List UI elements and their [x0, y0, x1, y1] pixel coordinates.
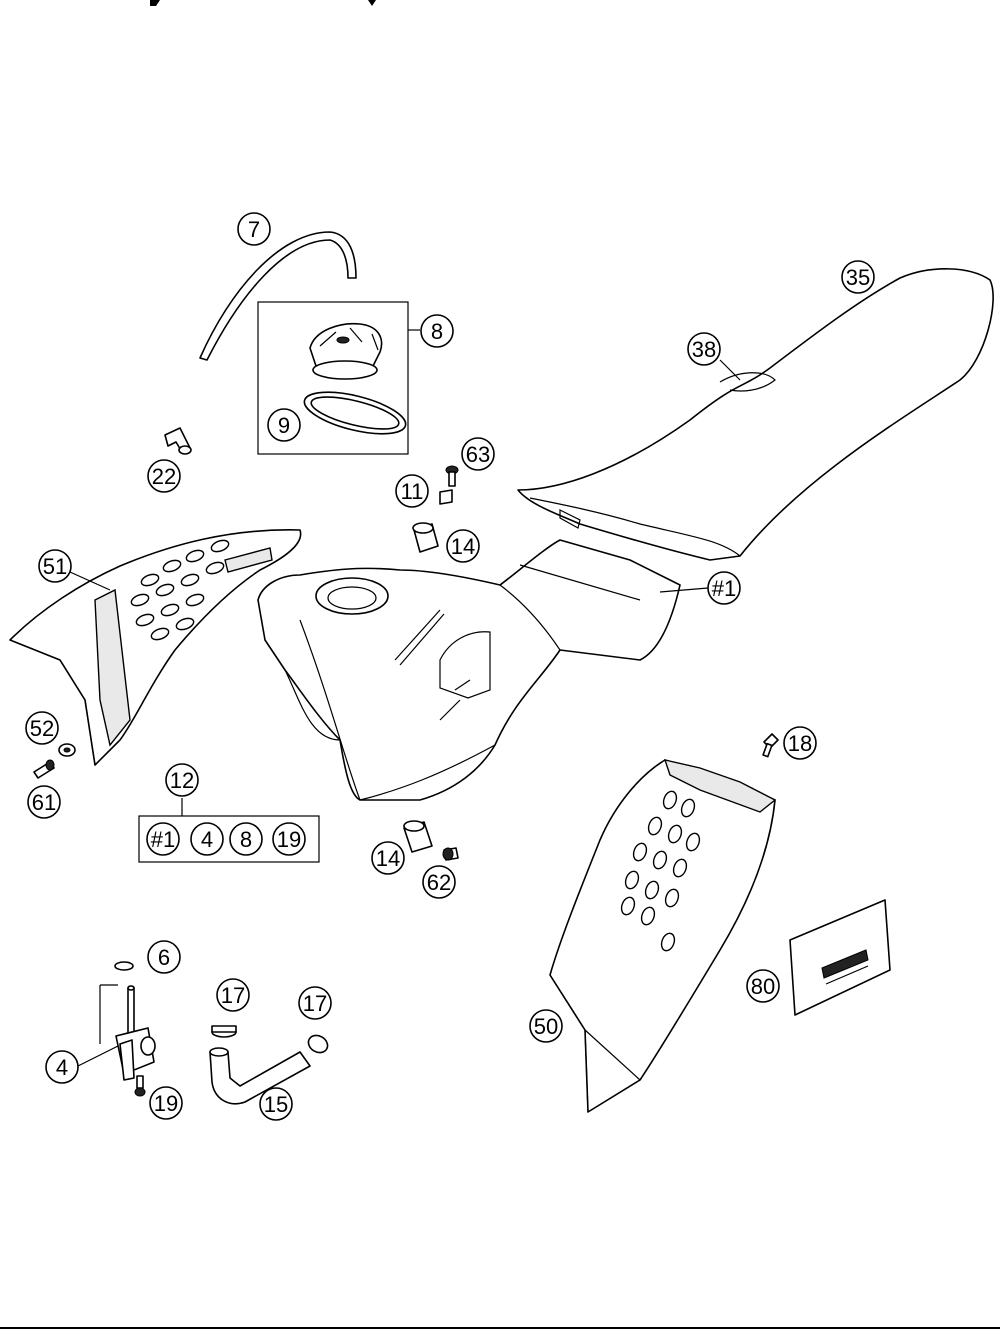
- svg-text:19: 19: [154, 1091, 178, 1116]
- fuel-cap-seal-ring: [303, 391, 407, 435]
- fuel-tank: [257, 539, 681, 801]
- hose-clamp-right: [307, 1034, 329, 1054]
- fuel-cap-kit-box: [257, 301, 409, 455]
- svg-text:18: 18: [788, 731, 812, 756]
- fuel-tap: [99, 984, 156, 1081]
- svg-text:7: 7: [248, 217, 260, 242]
- svg-text:35: 35: [846, 265, 870, 290]
- svg-text:22: 22: [152, 464, 176, 489]
- callout-61: 61: [27, 785, 61, 819]
- callout-14-upper: 14: [446, 529, 480, 563]
- svg-text:51: 51: [43, 554, 67, 579]
- hose-clamp-left: [211, 1025, 237, 1038]
- callout-80: 80: [746, 969, 780, 1003]
- svg-text:52: 52: [30, 716, 54, 741]
- callout-7: 7: [237, 212, 271, 246]
- svg-text:12: 12: [170, 768, 194, 793]
- fuel-hose: [209, 1047, 311, 1105]
- svg-text:17: 17: [221, 983, 245, 1008]
- callout-12: 12: [165, 763, 199, 797]
- bushing-lower: [403, 820, 433, 853]
- shroud-50-vents: [620, 790, 701, 952]
- callout-18: 18: [783, 726, 817, 760]
- svg-text:14: 14: [451, 534, 475, 559]
- svg-text:4: 4: [201, 827, 213, 852]
- washer-52: [58, 743, 76, 757]
- svg-text:61: 61: [32, 790, 56, 815]
- callout-52: 52: [25, 711, 59, 745]
- screw-61: [33, 759, 55, 779]
- callout-17-right: 17: [298, 986, 332, 1020]
- svg-text:9: 9: [278, 413, 290, 438]
- callout-14-lower: 14: [371, 841, 405, 875]
- callout-11: 11: [395, 474, 429, 508]
- ktm-decal: [789, 899, 891, 1016]
- callout-38: 38: [687, 332, 721, 366]
- callout-50: 50: [529, 1009, 563, 1043]
- callout-17-left: 17: [216, 978, 250, 1012]
- o-ring-6: [114, 961, 134, 971]
- right-shroud: [549, 759, 777, 1113]
- seat: [517, 268, 994, 561]
- screw-63: [445, 465, 459, 487]
- header-remnant: [150, 0, 376, 6]
- callout-15: 15: [259, 1087, 293, 1121]
- callout-62: 62: [422, 865, 456, 899]
- clip-11: [439, 489, 453, 505]
- callout-19: 19: [149, 1086, 183, 1120]
- svg-text:11: 11: [401, 479, 424, 504]
- svg-text:63: 63: [466, 442, 490, 467]
- shroud-51-vents: [130, 539, 273, 641]
- hose-elbow: [164, 427, 192, 455]
- svg-text:8: 8: [240, 827, 252, 852]
- callout-1-tank: #1: [707, 571, 741, 605]
- breather-hose: [199, 231, 357, 361]
- svg-text:80: 80: [751, 974, 775, 999]
- svg-text:38: 38: [692, 337, 716, 362]
- callout-22: 22: [147, 459, 181, 493]
- kit-item-8: 8: [229, 822, 263, 856]
- callout-35: 35: [841, 260, 875, 294]
- svg-text:8: 8: [431, 319, 443, 344]
- svg-text:6: 6: [158, 945, 170, 970]
- svg-text:50: 50: [534, 1014, 558, 1039]
- left-shroud: [9, 529, 302, 766]
- callout-9: 9: [267, 408, 301, 442]
- fuel-tank-kit-box: [138, 815, 320, 863]
- callout-6: 6: [147, 940, 181, 974]
- kit-item-4: 4: [190, 822, 224, 856]
- callout-4: 4: [45, 1050, 79, 1084]
- svg-text:14: 14: [376, 846, 400, 871]
- screw-18: [762, 733, 779, 758]
- screw-19: [134, 1075, 146, 1097]
- callout-51: 51: [38, 549, 72, 583]
- svg-text:#1: #1: [151, 827, 175, 852]
- svg-text:62: 62: [427, 870, 451, 895]
- callout-63: 63: [461, 437, 495, 471]
- kit-item-1: #1: [146, 822, 180, 856]
- svg-text:#1: #1: [712, 576, 736, 601]
- bushing-upper: [412, 522, 439, 553]
- svg-text:4: 4: [56, 1055, 68, 1080]
- svg-text:15: 15: [264, 1092, 288, 1117]
- svg-text:17: 17: [303, 991, 327, 1016]
- fuel-cap: [309, 322, 383, 380]
- callout-8: 8: [420, 314, 454, 348]
- kit-item-19: 19: [272, 822, 306, 856]
- svg-text:19: 19: [277, 827, 301, 852]
- screw-62: [442, 847, 459, 861]
